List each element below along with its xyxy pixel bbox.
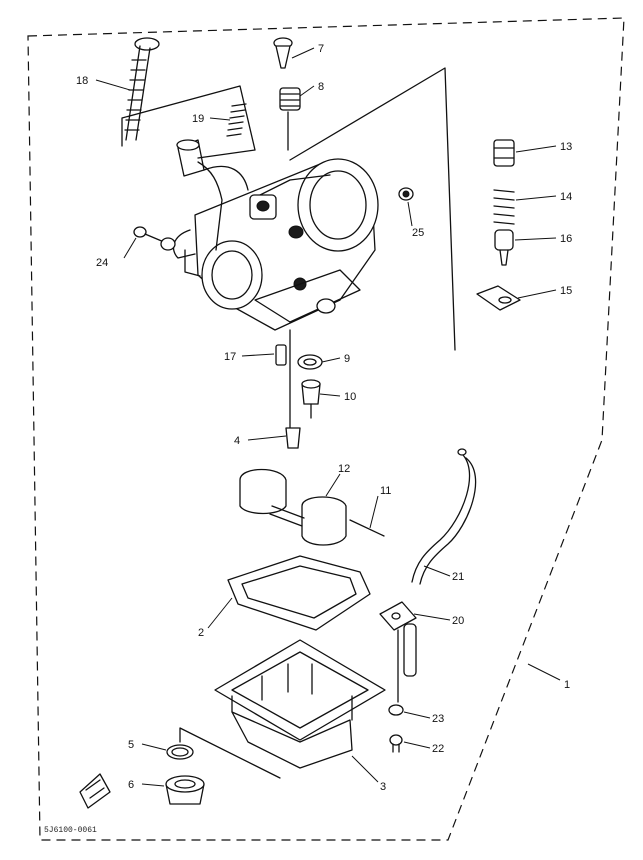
- part-7-screw: [273, 37, 293, 69]
- callout-22: 22: [432, 743, 444, 755]
- part-6-drain-plug: [165, 775, 205, 805]
- callout-1: 1: [564, 679, 570, 691]
- callout-19: 19: [192, 113, 204, 125]
- callout-24: 24: [96, 257, 108, 269]
- callout-20: 20: [452, 615, 464, 627]
- part-18-screw: [124, 37, 160, 141]
- callout-12: 12: [338, 463, 350, 475]
- reference-code: 5J6100-0061: [44, 826, 97, 835]
- part-9-ring: [297, 354, 323, 370]
- callout-14: 14: [560, 191, 572, 203]
- part-2-gasket: [227, 555, 371, 631]
- part-3-float-bowl: [214, 639, 386, 769]
- callout-3: 3: [380, 781, 386, 793]
- bowl-drain-outline: [179, 727, 281, 779]
- callout-13: 13: [560, 141, 572, 153]
- part-16-plunger: [494, 229, 514, 266]
- callout-21: 21: [452, 571, 464, 583]
- callout-7: 7: [318, 43, 324, 55]
- part-12-float: [239, 468, 347, 546]
- callout-9: 9: [344, 353, 350, 365]
- part-22-screw: [389, 734, 403, 753]
- callout-18: 18: [76, 75, 88, 87]
- part-14-spring: [493, 189, 515, 225]
- part-15-gasket: [476, 285, 521, 311]
- part-11-needle: [349, 519, 385, 537]
- part-5-ring: [166, 744, 194, 760]
- callout-15: 15: [560, 285, 572, 297]
- part-17-jet: [275, 344, 287, 366]
- carburetor-body: [172, 139, 379, 331]
- part-23-washer: [388, 704, 404, 716]
- callout-6: 6: [128, 779, 134, 791]
- leader-lines: [95, 47, 561, 787]
- clip-icon: [79, 773, 111, 809]
- part-10-jet: [301, 379, 321, 419]
- part-25-plug: [398, 187, 414, 201]
- callout-10: 10: [344, 391, 356, 403]
- part-20-holder: [379, 601, 417, 677]
- bracket-outline-19: [121, 85, 256, 159]
- callout-8: 8: [318, 81, 324, 93]
- part-8-spring: [279, 87, 301, 151]
- callout-23: 23: [432, 713, 444, 725]
- callout-5: 5: [128, 739, 134, 751]
- callout-25: 25: [412, 227, 424, 239]
- callout-4: 4: [234, 435, 240, 447]
- callout-2: 2: [198, 627, 204, 639]
- part-4-jet: [285, 427, 301, 449]
- callout-16: 16: [560, 233, 572, 245]
- part-19-spring: [226, 103, 247, 137]
- part-21-hose: [411, 448, 477, 585]
- sub-assembly-outline: [289, 67, 456, 351]
- callout-labels: 18 19 7 8 13 14 16 15 25 24 17 9 10 4 12…: [76, 43, 572, 793]
- part-13: [493, 139, 515, 167]
- callout-11: 11: [380, 485, 391, 497]
- callout-17: 17: [224, 351, 236, 363]
- part-24-screw: [133, 226, 176, 251]
- assembly-boundary: [27, 17, 625, 841]
